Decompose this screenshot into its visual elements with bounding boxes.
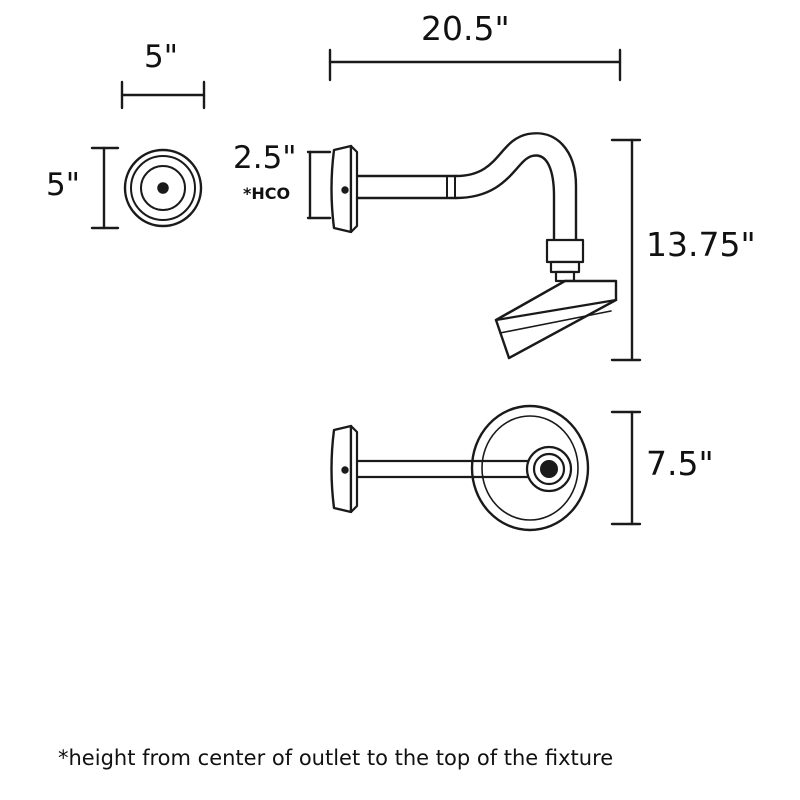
front-backplate-view <box>123 148 203 228</box>
dim-label-hco-depth: 2.5" <box>233 140 297 176</box>
dim-overall-height <box>610 138 642 362</box>
dim-extension-depth <box>610 410 642 526</box>
dim-label-overall-height: 13.75" <box>646 225 756 264</box>
dim-backplate-height <box>90 146 120 230</box>
dim-hco-depth <box>306 150 332 220</box>
dim-label-backplate-width: 5" <box>144 39 178 75</box>
dim-label-overall-width: 20.5" <box>421 9 510 48</box>
top-plan-view <box>330 404 590 532</box>
footnote-text: *height from center of outlet to the top… <box>58 746 614 770</box>
dim-label-backplate-height: 5" <box>46 167 80 203</box>
dim-label-hco-note: *HCO <box>243 184 291 203</box>
side-elevation-view <box>330 132 618 360</box>
dim-backplate-width <box>120 80 206 110</box>
dim-overall-width <box>328 48 622 82</box>
dim-label-extension-depth: 7.5" <box>646 444 714 483</box>
